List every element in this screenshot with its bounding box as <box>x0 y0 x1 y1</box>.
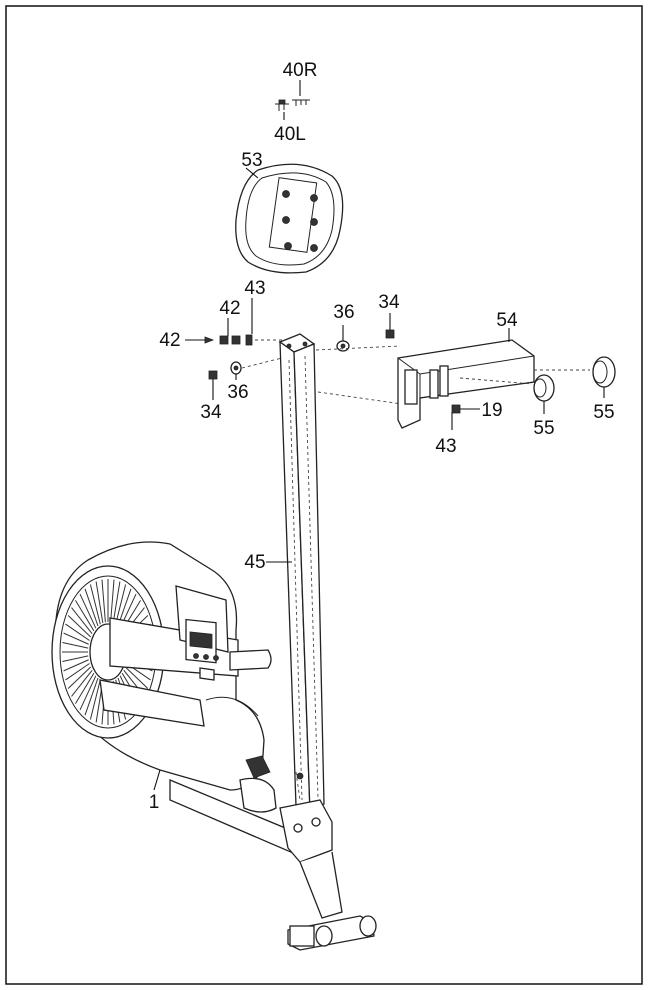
lower-frame <box>169 755 377 951</box>
label-40R: 40R <box>283 60 318 81</box>
label-45: 45 <box>244 552 265 573</box>
part-53-seat <box>235 163 344 274</box>
fin-line <box>65 623 90 641</box>
label-55-right: 55 <box>593 402 614 423</box>
fin-line <box>89 584 101 625</box>
screws-40 <box>275 80 310 120</box>
fin-line <box>71 607 93 635</box>
part-55-endcaps <box>533 356 616 414</box>
fin-line <box>63 632 89 645</box>
fin-line <box>115 584 127 625</box>
label-19: 19 <box>481 400 502 421</box>
part-45-rail <box>266 333 325 814</box>
label-42-left: 42 <box>159 330 180 351</box>
fin-line <box>75 672 95 704</box>
label-36-lower: 36 <box>227 382 248 403</box>
fin-line <box>65 663 90 681</box>
fin-line <box>71 669 93 697</box>
label-34-lower: 34 <box>200 402 222 423</box>
page-border <box>5 5 643 985</box>
fin-line <box>112 581 121 624</box>
fin-line <box>89 679 101 720</box>
label-1: 1 <box>149 792 160 813</box>
front-hardware <box>185 298 291 400</box>
fin-line <box>75 600 95 632</box>
fin-line <box>101 579 106 623</box>
fin-line <box>62 655 89 663</box>
label-55-left: 55 <box>533 418 554 439</box>
fin-line <box>62 641 89 649</box>
fin-line <box>110 579 115 623</box>
fin-line <box>84 677 99 716</box>
fin-line <box>67 615 92 638</box>
fin-line <box>124 666 149 689</box>
label-53: 53 <box>241 150 262 171</box>
fin-line <box>95 581 104 624</box>
label-36-upper: 36 <box>333 302 354 323</box>
fin-line <box>67 666 92 689</box>
fin-line <box>79 593 97 629</box>
fin-line <box>79 675 97 711</box>
part-54-support <box>315 313 590 430</box>
label-34-upper: 34 <box>378 292 400 313</box>
label-42-upper: 42 <box>219 298 240 319</box>
label-43-lower: 43 <box>435 436 456 457</box>
callout-labels: 40R 40L 53 42 43 42 36 34 54 34 36 19 43… <box>149 60 615 813</box>
label-43-upper: 43 <box>244 278 265 299</box>
fin-line <box>63 659 89 672</box>
fin-line <box>84 588 99 627</box>
label-40L: 40L <box>274 124 306 145</box>
part-1-main-frame <box>51 541 272 791</box>
label-54: 54 <box>496 310 518 331</box>
